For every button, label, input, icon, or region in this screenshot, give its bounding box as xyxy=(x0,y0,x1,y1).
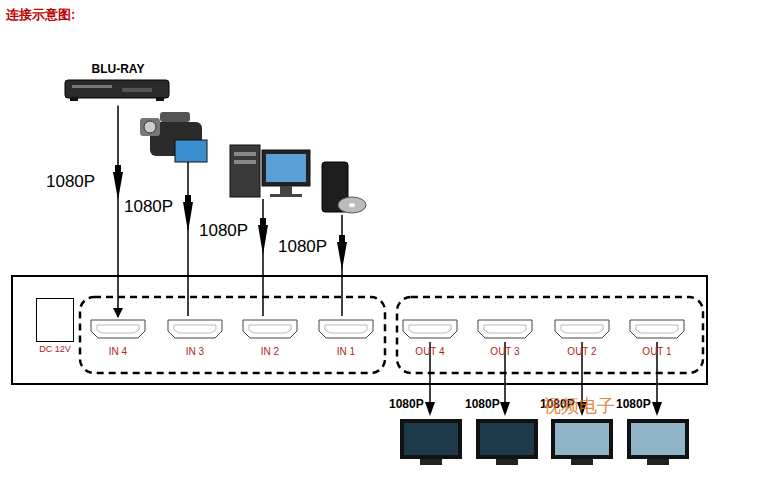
node-label: OUT 4 xyxy=(400,346,460,358)
hdmi-port-outline xyxy=(552,318,612,340)
hdmi-port: IN 3 xyxy=(165,318,225,358)
computer-icon xyxy=(230,145,310,197)
signal-label: 1080P xyxy=(278,237,327,257)
camcorder-icon xyxy=(140,112,207,162)
signal-label: 1080P xyxy=(124,197,173,217)
node-label: BLU-RAY xyxy=(62,62,174,76)
hdmi-port: OUT 2 xyxy=(552,318,612,358)
device-node: BLU-RAY xyxy=(62,62,174,104)
hdmi-port: IN 1 xyxy=(316,318,376,358)
signal-label: 1080P xyxy=(616,397,651,411)
input-arrowheads xyxy=(113,165,347,270)
hdmi-port: OUT 4 xyxy=(400,318,460,358)
tv-icons xyxy=(400,419,689,465)
input-wires xyxy=(188,162,342,316)
node-label: OUT 2 xyxy=(552,346,612,358)
signal-label: 1080P xyxy=(465,397,500,411)
bluray-player-icon xyxy=(62,76,174,104)
hdmi-port-outline xyxy=(88,318,148,340)
input-group-outline xyxy=(80,297,385,373)
node-label: OUT 1 xyxy=(627,346,687,358)
hdmi-port: IN 4 xyxy=(88,318,148,358)
diagram-title: 连接示意图: xyxy=(6,6,75,24)
hdmi-port-outline xyxy=(240,318,300,340)
node-label: DC 12V xyxy=(30,344,80,355)
edge-label: 1080P xyxy=(46,172,95,192)
hdmi-port: OUT 1 xyxy=(627,318,687,358)
hdmi-port-outline xyxy=(475,318,535,340)
signal-label: 1080P xyxy=(199,221,248,241)
hdmi-port: IN 2 xyxy=(240,318,300,358)
hdmi-port-outline xyxy=(316,318,376,340)
hdmi-port-outline xyxy=(400,318,460,340)
signal-label: 1080P xyxy=(389,397,424,411)
node-label: OUT 3 xyxy=(475,346,535,358)
power-jack-outline xyxy=(36,298,74,342)
node-label: IN 4 xyxy=(88,346,148,358)
signal-connector xyxy=(117,105,119,317)
hdmi-port-outline xyxy=(165,318,225,340)
switcher-housing xyxy=(12,276,707,384)
game-console-icon xyxy=(322,162,366,213)
power-jack: DC 12V xyxy=(30,298,80,355)
hdmi-port: OUT 3 xyxy=(475,318,535,358)
hdmi-port-outline xyxy=(627,318,687,340)
node-label: IN 3 xyxy=(165,346,225,358)
node-label: IN 1 xyxy=(316,346,376,358)
watermark: 视频电子 xyxy=(543,394,615,418)
node-label: IN 2 xyxy=(240,346,300,358)
